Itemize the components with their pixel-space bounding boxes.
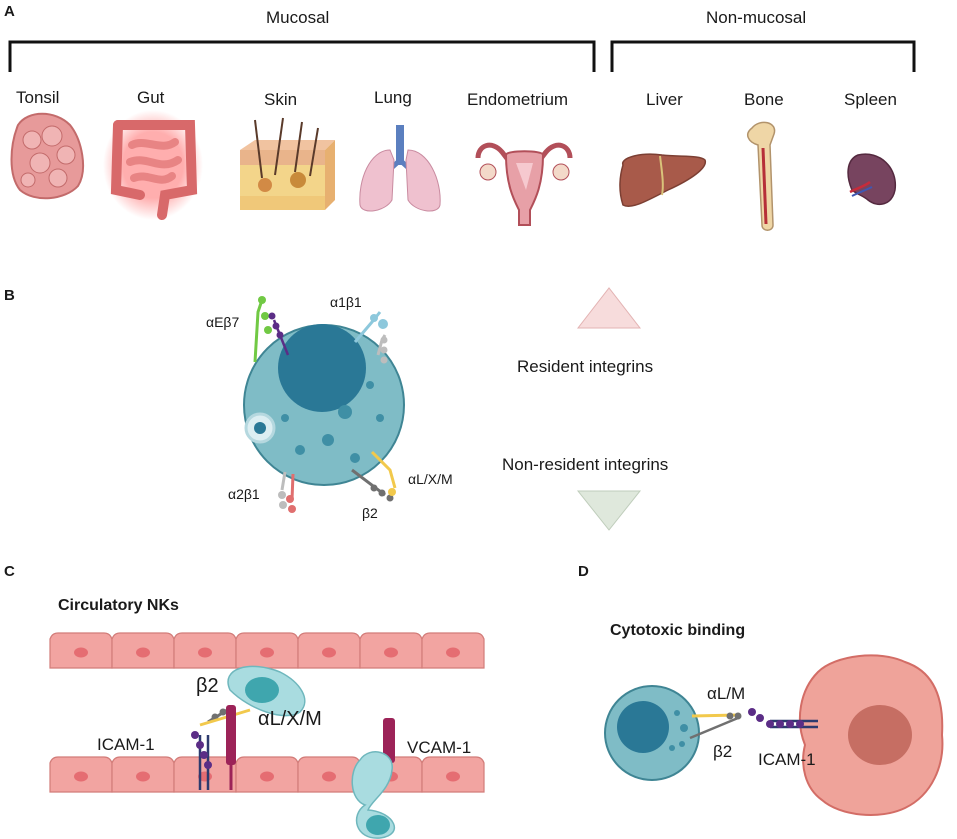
integrin-label-b2: β2 (362, 505, 378, 521)
organ-label-liver: Liver (646, 90, 683, 109)
vcam-1-receptor-left (226, 705, 236, 790)
endothelial-nucleus (74, 771, 88, 782)
panel-c-letter: C (4, 563, 15, 580)
organ-label-tonsil: Tonsil (16, 88, 60, 107)
resident-integrins-label: Resident integrins (517, 357, 654, 376)
target-cell (798, 654, 944, 816)
integrin-label-a2b1: α2β1 (228, 486, 260, 502)
organ-label-spleen: Spleen (844, 90, 897, 109)
endothelial-nucleus (260, 647, 274, 658)
endothelial-nucleus (198, 647, 212, 658)
skin-icon (240, 117, 335, 210)
non-resident-integrins-label: Non-resident integrins (502, 455, 669, 474)
panel-d-letter: D (578, 563, 589, 580)
organ-label-bone: Bone (744, 90, 784, 109)
liver-icon (619, 153, 706, 207)
endothelium-top (49, 632, 485, 669)
integrin-label-a1b1: α1β1 (330, 294, 362, 310)
endothelial-nucleus (260, 771, 274, 782)
integrin-label-aeb7: αEβ7 (206, 314, 240, 330)
resident-triangle (576, 287, 642, 329)
label-alm-d: αL/M (707, 684, 746, 703)
endothelial-nucleus (446, 647, 460, 658)
endothelial-nucleus (446, 771, 460, 782)
organ-label-lung: Lung (374, 88, 412, 107)
panel-b-letter: B (4, 287, 15, 304)
aeb7-integrin (253, 296, 290, 363)
label-b2-d: β2 (713, 742, 733, 761)
organ-label-gut: Gut (137, 88, 165, 107)
panel-d (604, 654, 944, 816)
panel-c (49, 632, 485, 839)
endothelial-nucleus (322, 647, 336, 658)
tonsil-icon (10, 112, 85, 200)
label-b2-c: β2 (196, 675, 219, 697)
non-mucosal-label: Non-mucosal (706, 8, 807, 27)
integrin-label-alxm: αL/X/M (408, 471, 453, 487)
endometrium-icon (475, 142, 573, 226)
organ-label-skin: Skin (264, 90, 298, 109)
nk-nucleus (278, 324, 366, 412)
cytotoxic-binding-title: Cytotoxic binding (610, 622, 746, 639)
non-resident-triangle (576, 490, 642, 531)
endothelial-nucleus (74, 647, 88, 658)
transmigrating-nk-cell (351, 751, 395, 839)
panel-a-letter: A (4, 3, 15, 20)
mucosal-label: Mucosal (266, 8, 330, 27)
spleen-icon (847, 153, 896, 206)
a2b1-integrin (278, 471, 296, 513)
panel-a (8, 40, 916, 231)
gut-icon (103, 110, 203, 220)
icam-1-ligand (748, 708, 818, 729)
lfa-1-integrin (689, 712, 742, 740)
endothelial-nucleus (136, 647, 150, 658)
label-alxm-c: αL/X/M (258, 708, 322, 730)
icam-1-receptor (191, 731, 212, 790)
bone-icon (747, 121, 776, 231)
circulatory-nks-title: Circulatory NKs (58, 597, 179, 614)
panel-b (243, 287, 642, 531)
effector-nk-cell (604, 685, 700, 781)
organ-label-endometrium: Endometrium (467, 90, 569, 109)
alxm-b2-integrin (351, 450, 397, 502)
non-mucosal-bracket (610, 40, 916, 72)
label-icam-1-d: ICAM-1 (758, 750, 816, 769)
label-icam-1-c: ICAM-1 (97, 735, 155, 754)
a1b1-integrin (353, 311, 388, 364)
endothelium-bottom (49, 756, 485, 793)
endothelial-nucleus (136, 771, 150, 782)
lung-icon (359, 125, 441, 212)
label-vcam-1: VCAM-1 (407, 738, 472, 757)
endothelial-nucleus (384, 647, 398, 658)
endothelial-nucleus (322, 771, 336, 782)
mucosal-bracket (8, 40, 596, 72)
nk-cell (243, 324, 405, 486)
